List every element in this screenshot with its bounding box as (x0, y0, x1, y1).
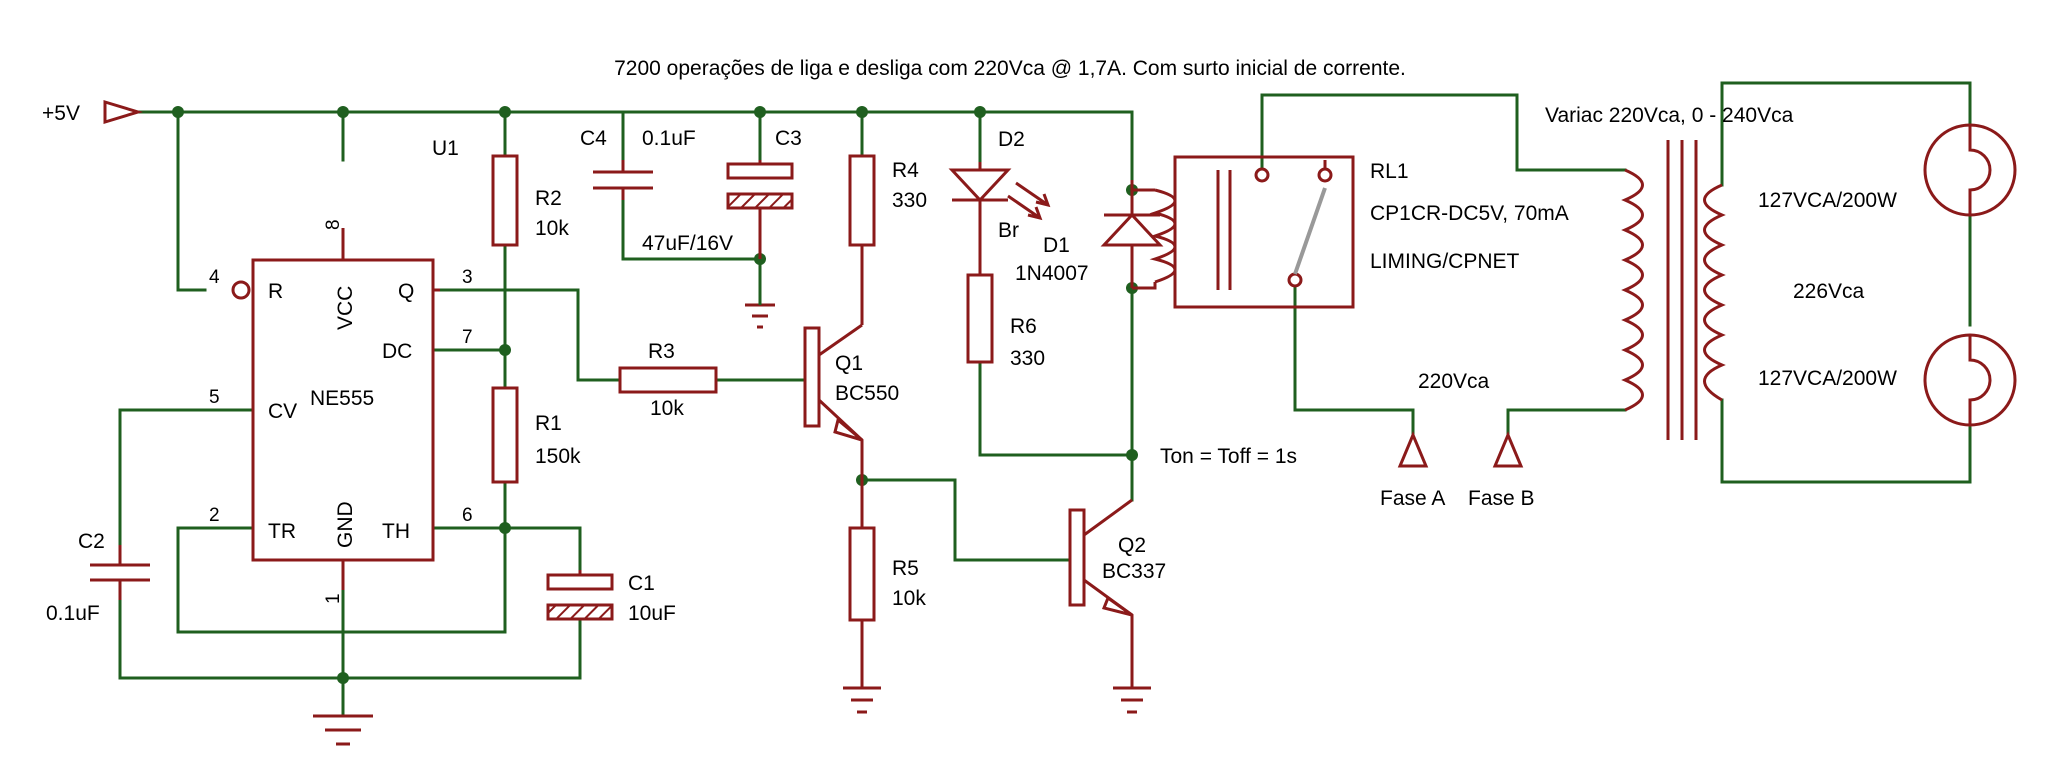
d1-part: 1N4007 (1015, 262, 1089, 285)
c1-value: 10uF (628, 602, 676, 625)
r1-ref: R1 (535, 412, 562, 435)
resistor-r3 (618, 366, 718, 394)
capacitor-c3 (726, 160, 794, 259)
r2-value: 10k (535, 217, 569, 240)
transistor-q1 (803, 323, 864, 480)
r2-ref: R2 (535, 187, 562, 210)
r4-ref: R4 (892, 159, 919, 182)
c2-value: 0.1uF (46, 602, 100, 625)
secondary-bottom-label: 127VCA/200W (1758, 367, 1897, 390)
rl1-ref: RL1 (1370, 160, 1409, 183)
u1-pin-th: TH (382, 520, 410, 543)
r6-value: 330 (1010, 347, 1045, 370)
wires (118, 81, 1972, 718)
phase-b-label: Fase B (1468, 487, 1535, 510)
d1-ref: D1 (1043, 234, 1070, 257)
resistor-r2 (491, 154, 519, 247)
r5-ref: R5 (892, 557, 919, 580)
q2-ref: Q2 (1118, 534, 1146, 557)
rl1-part: CP1CR-DC5V, 70mA (1370, 202, 1569, 225)
terminal-arrow-icon (1492, 431, 1524, 468)
q1-ref: Q1 (835, 352, 863, 375)
ground-icon (1113, 660, 1151, 714)
resistor-r1 (491, 386, 519, 484)
r3-value: 10k (650, 397, 684, 420)
diode-d1 (1100, 180, 1164, 288)
lamp-icon (1923, 333, 2017, 427)
u1-pin-dc: DC (382, 340, 412, 363)
variac-label: Variac 220Vca, 0 - 240Vca (1545, 104, 1794, 127)
u1-pin-gnd: GND (334, 501, 357, 548)
d2-color: Br (998, 219, 1019, 242)
r6-ref: R6 (1010, 315, 1037, 338)
phase-a-label: Fase A (1380, 487, 1445, 510)
variac-transformer (1621, 140, 1726, 440)
c2-ref: C2 (78, 530, 105, 553)
u1-pin-vcc: VCC (334, 286, 357, 330)
q1-part: BC550 (835, 382, 899, 405)
r4-value: 330 (892, 189, 927, 212)
pin-number-2: 2 (209, 505, 220, 526)
q2-part: BC337 (1102, 560, 1166, 583)
c4-value: 0.1uF (642, 127, 696, 150)
pin-number-8: 8 (323, 219, 344, 230)
capacitor-c4 (593, 160, 653, 200)
supply-arrow-icon (103, 99, 144, 125)
resistor-r6 (966, 273, 994, 364)
capacitor-c1 (546, 570, 614, 621)
diagram-title: 7200 operações de liga e desliga com 220… (614, 57, 1406, 80)
resistor-r5 (848, 526, 876, 622)
mains-voltage-label: 220Vca (1418, 370, 1490, 393)
ground-icon (745, 259, 775, 329)
pin-number-1: 1 (323, 593, 344, 604)
u1-part-label: NE555 (310, 387, 374, 410)
resistor-r4 (848, 154, 876, 247)
c4-ref: C4 (580, 127, 607, 150)
r5-value: 10k (892, 587, 926, 610)
timing-label: Ton = Toff = 1s (1160, 445, 1297, 468)
u1-pin-r: R (268, 280, 283, 303)
pin-number-7: 7 (462, 327, 473, 348)
transistor-q2 (1068, 498, 1134, 660)
pin-number-5: 5 (209, 387, 220, 408)
u1-pin-cv: CV (268, 400, 297, 423)
terminal-arrow-icon (1397, 431, 1429, 468)
secondary-top-label: 127VCA/200W (1758, 189, 1897, 212)
c3-value: 47uF/16V (642, 232, 733, 255)
rl1-maker: LIMING/CPNET (1370, 250, 1520, 273)
secondary-mid-label: 226Vca (1793, 280, 1865, 303)
pin-number-6: 6 (462, 505, 473, 526)
lamp-icon (1923, 123, 2017, 217)
relay-rl1 (1132, 155, 1355, 309)
d2-ref: D2 (998, 128, 1025, 151)
ground-icon (843, 686, 881, 714)
supply-label: +5V (42, 102, 80, 125)
led-d2 (948, 162, 1051, 275)
capacitor-c2 (90, 545, 150, 600)
pin-number-4: 4 (209, 267, 220, 288)
ne555-chip (231, 228, 440, 590)
pin-number-3: 3 (462, 267, 473, 288)
u1-ref: U1 (432, 137, 459, 160)
ground-icon (313, 714, 373, 746)
u1-pin-tr: TR (268, 520, 296, 543)
u1-pin-q: Q (398, 280, 414, 303)
r1-value: 150k (535, 445, 581, 468)
c3-ref: C3 (775, 127, 802, 150)
r3-ref: R3 (648, 340, 675, 363)
c1-ref: C1 (628, 572, 655, 595)
